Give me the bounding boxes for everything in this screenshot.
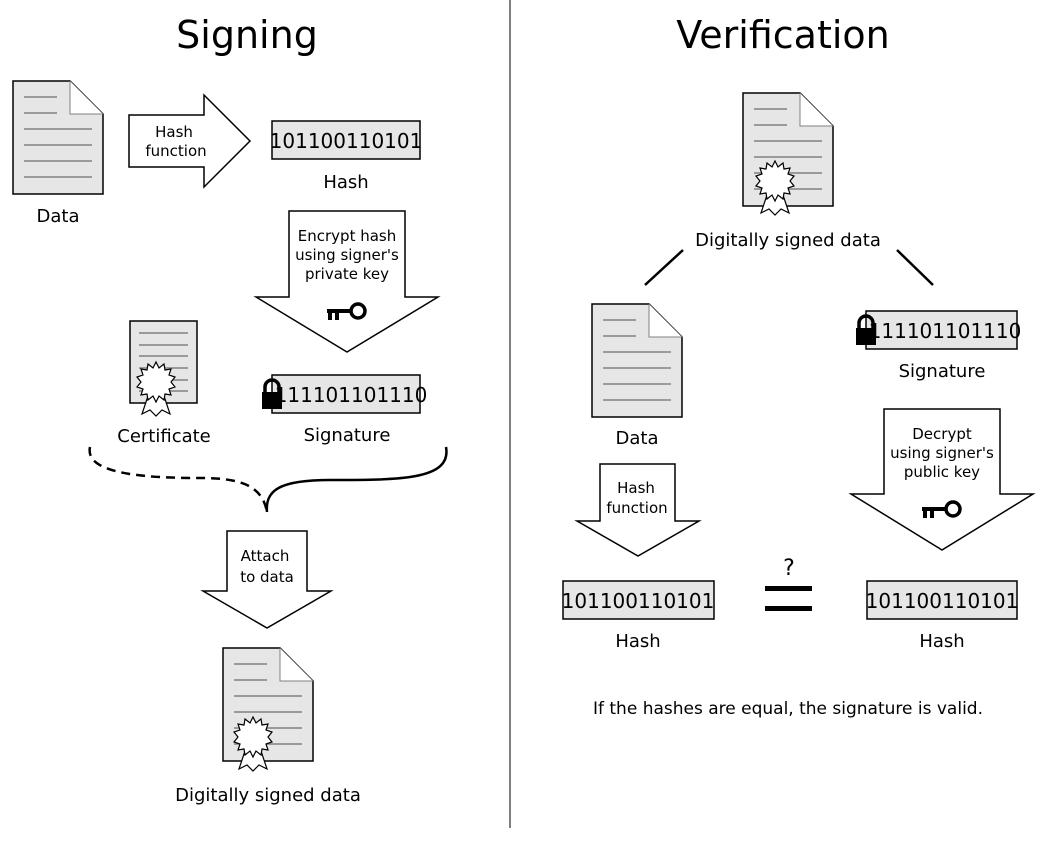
data-label: Data: [37, 206, 80, 227]
arrow-text: function: [145, 142, 206, 160]
arrow-text: Encrypt hash: [298, 227, 396, 245]
document-icon: [12, 80, 104, 195]
split-line-left: [644, 249, 684, 286]
arrow-text: using signer's: [890, 444, 994, 462]
document-icon: [591, 303, 683, 418]
signed-data-label: Digitally signed data: [175, 785, 361, 806]
signature-label: Signature: [899, 361, 986, 382]
arrow-text: private key: [305, 265, 389, 283]
conclusion-text: If the hashes are equal, the signature i…: [593, 699, 983, 719]
signature-label: Signature: [304, 425, 391, 446]
signature-connector: [265, 446, 448, 513]
split-line-right: [896, 249, 934, 286]
decrypt-arrow: [848, 408, 1036, 551]
arrow-text: using signer's: [295, 246, 399, 264]
signed-data-label: Digitally signed data: [695, 230, 881, 251]
signature-box: [865, 310, 1018, 350]
attach-arrow: [200, 530, 334, 629]
signing-title: Signing: [176, 13, 318, 57]
hash-label: Hash: [919, 631, 964, 652]
signature-value: 111101101110: [869, 319, 1022, 343]
hash-box: [271, 120, 421, 160]
arrow-text: Decrypt: [912, 425, 972, 443]
hash-value: 101100110101: [562, 589, 715, 613]
hash-value: 101100110101: [270, 129, 423, 153]
arrow-text: to data: [240, 568, 294, 586]
hash-box-right: [866, 580, 1018, 620]
seal-icon: [755, 160, 795, 216]
seal-icon: [233, 716, 273, 772]
arrow-text: public key: [904, 463, 980, 481]
certificate-label: Certificate: [117, 426, 211, 447]
equals-icon: [765, 586, 812, 611]
verification-title: Verification: [676, 13, 890, 57]
hash-label: Hash: [615, 631, 660, 652]
arrow-text: Hash: [617, 479, 655, 497]
arrow-text: Attach: [241, 547, 290, 565]
signature-value: 111101101110: [275, 383, 428, 407]
arrow-text: function: [606, 499, 667, 517]
question-mark: ?: [783, 556, 795, 581]
signed-document-icon: [222, 647, 314, 762]
certificate-connector: [88, 446, 269, 513]
hash-value: 101100110101: [866, 589, 1019, 613]
hash-box-left: [562, 580, 715, 620]
hash-label: Hash: [323, 172, 368, 193]
certificate-icon: [129, 320, 198, 417]
hash-function-arrow: [128, 93, 252, 189]
data-label: Data: [616, 428, 659, 449]
encrypt-arrow: [253, 210, 441, 353]
seal-icon: [136, 361, 176, 417]
hash-function-arrow: [574, 463, 702, 557]
arrow-text: Hash: [155, 123, 193, 141]
